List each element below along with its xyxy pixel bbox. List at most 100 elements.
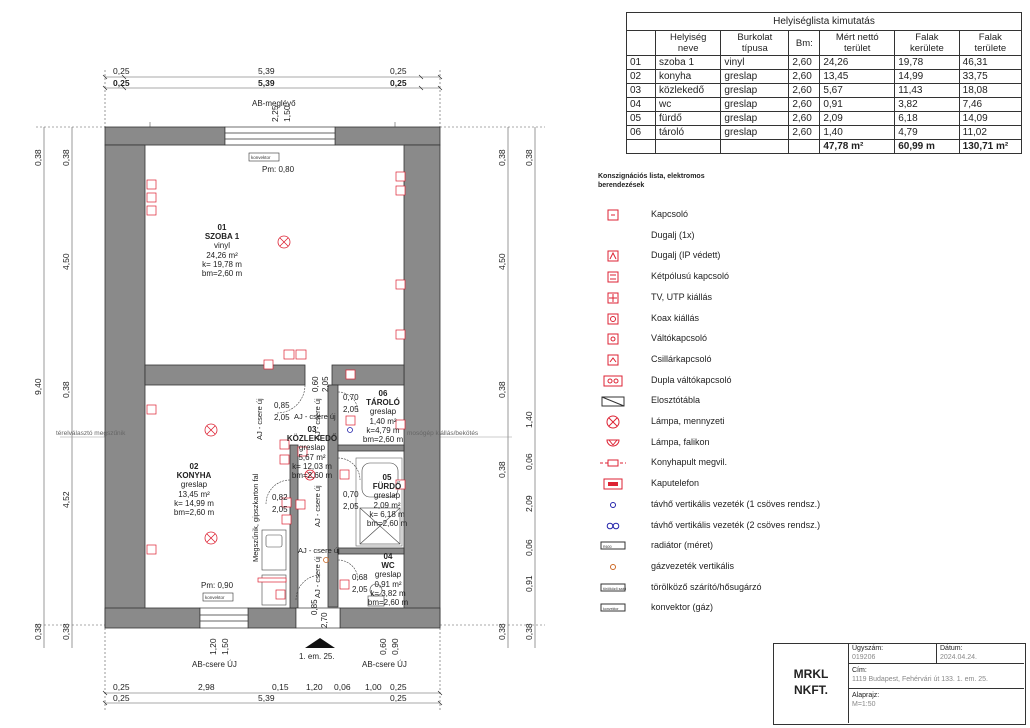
legend-item: Csillárkapcsoló <box>600 353 930 371</box>
towel-dryer-icon: törölköző szárító <box>600 581 629 595</box>
svg-text:13,45 m²: 13,45 m² <box>178 490 210 499</box>
svg-text:TÁROLÓ: TÁROLÓ <box>366 398 400 407</box>
dim-bottom1-2: 0,15 <box>272 682 289 692</box>
legend-item-label: Kapcsoló <box>651 209 689 219</box>
room-table-header: Helyiség neve Burkolat típusa Bm: Mért n… <box>626 30 1023 56</box>
legend-item-label: Kétpólusú kapcsoló <box>651 271 730 282</box>
door-dim-4: 0,70 <box>343 393 359 402</box>
room-table-cell: 4,79 <box>894 125 960 140</box>
svg-text:24,26 m²: 24,26 m² <box>206 251 238 260</box>
legend-item-label: Koax kiállás <box>651 312 700 323</box>
door-dim-8: 0,68 <box>352 573 368 582</box>
socket-ip-icon <box>600 249 626 263</box>
ceiling-lamp-icon <box>600 415 626 429</box>
pm-bottom-label: Pm: 0,90 <box>201 581 234 590</box>
svg-text:0,91 m²: 0,91 m² <box>374 580 401 589</box>
legend-item: Dupla váltókapcsoló <box>600 374 930 392</box>
dim-left-inner-4: 0,38 <box>61 623 71 640</box>
dim-bottom1-0: 0,25 <box>113 682 130 692</box>
dim-right-inner-4: 0,06 <box>524 539 534 556</box>
svg-text:bm=2,60 m: bm=2,60 m <box>292 471 333 480</box>
svg-text:k= 14,99 m: k= 14,99 m <box>174 499 214 508</box>
legend-item-label: Lámpa, mennyzeti <box>651 416 725 426</box>
plan-scale: M=1:50 <box>852 701 876 708</box>
entrance-arrow-icon <box>305 638 335 648</box>
radiator-icon: R600 <box>600 539 626 553</box>
svg-text:k= 6,18 m: k= 6,18 m <box>369 510 405 519</box>
room-table-cell: konyha <box>654 69 722 84</box>
legend-item: Koax kiállás <box>600 312 930 330</box>
svg-text:5,67 m²: 5,67 m² <box>298 453 325 462</box>
date-value: 2024.04.24. <box>940 654 977 661</box>
legend-item: Kétpólusú kapcsoló <box>600 270 930 288</box>
legend-item: törölköző szárítótörölköző szárító/hősug… <box>600 581 930 599</box>
room-table-cell: szoba 1 <box>654 55 722 70</box>
room-table-cell: 2,09 <box>819 111 896 126</box>
legend-item: Konyhapult megvil. <box>600 456 930 474</box>
svg-text:greslap: greslap <box>181 480 208 489</box>
dim-left-inner-0: 0,38 <box>61 149 71 166</box>
room-table-cell: 11,43 <box>894 83 960 98</box>
legend-item: Kaputelefon <box>600 477 930 495</box>
dim-bottom1-5: 1,00 <box>365 682 382 692</box>
door-label-1: AJ - csere új <box>255 398 264 440</box>
svg-text:KONYHA: KONYHA <box>177 471 212 480</box>
window-top-label: AB-meglévő <box>252 99 296 108</box>
dim-left-inner-2: 0,38 <box>61 381 71 398</box>
single-pipe-icon <box>600 498 626 512</box>
dim-right-inner-1: 1,40 <box>524 411 534 428</box>
door-label-6: AJ - csere új <box>313 556 322 598</box>
legend-item-label: Dugalj (1x) <box>651 229 695 240</box>
door-dim-7: 2,05 <box>343 502 359 511</box>
double-pole-switch-icon <box>600 270 626 284</box>
legend-item-label: Váltókapcsoló <box>651 333 708 344</box>
legend-item-label: Konyhapult megvil. <box>651 457 728 468</box>
door-label-3: AJ - csere új <box>313 398 322 440</box>
dimension-lines <box>36 70 545 710</box>
walls <box>104 126 441 629</box>
counter-light-icon <box>600 456 626 470</box>
room-label-02: 02 KONYHA greslap 13,45 m² k= 14,99 m bm… <box>174 462 215 517</box>
room-schedule-table: Helyiséglista kimutatás Helyiség neve Bu… <box>626 12 1023 154</box>
door-dim-6: 0,70 <box>343 490 359 499</box>
legend-item-label: Lámpa, falikon <box>651 436 710 447</box>
door-dim-2: 0,82 <box>272 493 288 502</box>
dim-right-outer-3: 0,38 <box>497 461 507 478</box>
room-table-cell: 46,31 <box>958 55 1023 70</box>
room-table-cell: vinyl <box>720 55 790 70</box>
dim-right-outer-4: 0,38 <box>497 623 507 640</box>
svg-text:greslap: greslap <box>374 491 401 500</box>
room-table-cell: 05 <box>626 111 656 126</box>
room-table-cell: 18,08 <box>958 83 1023 98</box>
dim-bottom2-a: 0,25 <box>113 693 130 703</box>
room-table-cell: 2,60 <box>788 125 821 140</box>
dim-right-inner-2: 0,06 <box>524 453 534 470</box>
room-table-cell: 0,91 <box>819 97 896 112</box>
legend-item-label: gázvezeték vertikális <box>651 560 735 571</box>
legend-item: gázvezeték vertikális <box>600 560 930 578</box>
room-label-03: 03 KÖZLEKEDŐ greslap 5,67 m² k= 12,03 m … <box>287 425 337 480</box>
dim-left-top: 0,38 <box>33 149 43 166</box>
svg-text:bm=2,60 m: bm=2,60 m <box>368 598 409 607</box>
dim-window-top-b: 1,50 <box>282 105 292 122</box>
room-label-05: 05 FÜRDŐ greslap 2,09 m² k= 6,18 m bm=2,… <box>367 473 408 528</box>
room-table-cell: 1,40 <box>819 125 896 140</box>
door-dim-9: 2,05 <box>352 585 368 594</box>
dim-left-inner-3: 4,52 <box>61 491 71 508</box>
room-table-cell: greslap <box>720 83 790 98</box>
dim-left-outer: 9,40 <box>33 378 43 395</box>
door-dim-10: 0,85 <box>310 599 319 615</box>
tv-utp-icon <box>600 291 626 305</box>
door-label-2: AJ - csere új <box>294 412 336 421</box>
dim-right-inner-3: 2,09 <box>524 495 534 512</box>
legend-item: Dugalj (1x) <box>600 229 930 247</box>
double-changeover-switch-icon <box>600 374 626 388</box>
legend-item-label: Csillárkapcsoló <box>651 353 712 364</box>
room-table-cell: 2,60 <box>788 111 821 126</box>
convector-label-top: konvektor <box>251 155 271 160</box>
room-table-cell: közlekedő <box>654 83 722 98</box>
svg-text:1,40 m²: 1,40 m² <box>369 417 396 426</box>
